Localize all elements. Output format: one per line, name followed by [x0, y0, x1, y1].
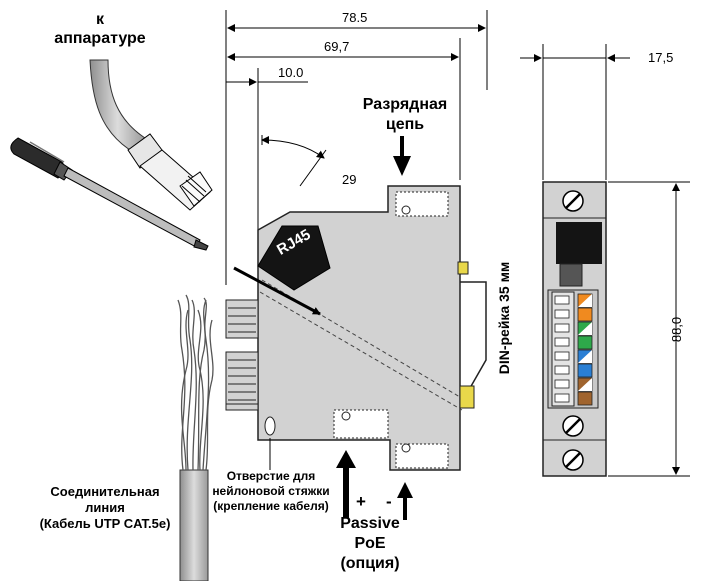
terminal-pins — [225, 299, 259, 411]
screwdriver-icon — [10, 137, 209, 251]
front-view — [520, 44, 690, 477]
poe-plus-label: + — [356, 492, 366, 511]
poe-minus-label: - — [386, 492, 392, 511]
device-cable-icon — [89, 59, 213, 211]
utp-cable-icon — [177, 294, 214, 581]
device-body — [225, 185, 487, 471]
dim-29: 29 — [342, 172, 357, 187]
dim-10-0: 10.0 — [278, 65, 304, 80]
dim-88-0: 88,0 — [669, 316, 685, 343]
discharge-arrow — [393, 136, 411, 176]
screw-icon — [562, 190, 584, 471]
dimension-lines — [225, 10, 488, 285]
nylon-tie-hole-label: Отверстие для нейлоновой стяжки (креплен… — [212, 469, 330, 513]
passive-poe-label: Passive PoE (опция) — [340, 515, 400, 572]
discharge-circuit-label: Разрядная цепь — [362, 96, 448, 133]
dim-78-5: 78.5 — [342, 10, 368, 25]
to-device-label: к аппаратуре — [54, 11, 146, 47]
connection-line-label: Соединительная линия (Кабель UTP CAT.5e) — [39, 484, 171, 531]
insert-arrow — [233, 266, 321, 316]
dim-69-7: 69,7 — [324, 39, 350, 54]
dim-17-5: 17,5 — [648, 50, 674, 65]
din-rail-label: DIN-рейка 35 мм — [496, 261, 512, 375]
poe-arrows — [336, 450, 413, 520]
